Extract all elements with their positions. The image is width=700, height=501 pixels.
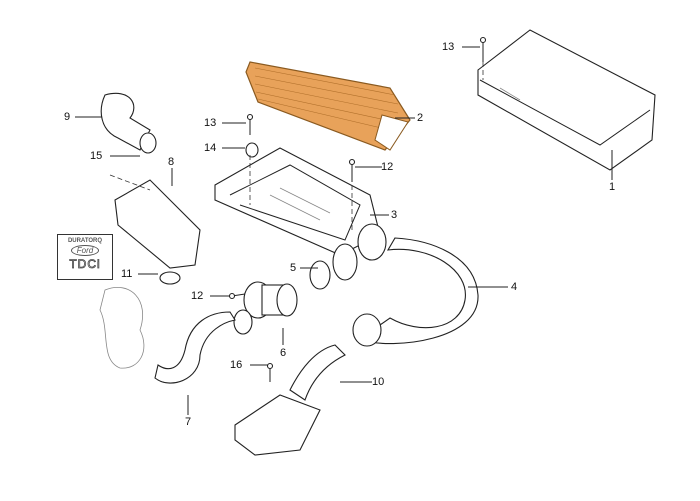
callout-2: 2: [417, 112, 424, 124]
logo-line3: TDCi: [69, 257, 101, 272]
bolt[interactable]: [246, 113, 254, 136]
callout-6: 6: [280, 347, 287, 359]
hose-clamp[interactable]: [309, 260, 331, 290]
hose-clamp[interactable]: [139, 132, 157, 154]
air-cleaner-cover[interactable]: [477, 29, 656, 171]
bolt[interactable]: [266, 362, 274, 383]
callout-3: 3: [391, 209, 398, 221]
bolt[interactable]: [348, 158, 356, 183]
grommet[interactable]: [245, 142, 259, 158]
duratorq-tdci-logo: DURATORQ Ford TDCi: [57, 234, 113, 280]
callout-16: 16: [230, 359, 243, 371]
callout-9: 9: [64, 111, 71, 123]
intake-bracket[interactable]: [114, 179, 201, 269]
leader-lines: [75, 46, 613, 415]
callout-13: 13: [442, 41, 455, 53]
bolt[interactable]: [479, 36, 487, 63]
callout-12: 12: [381, 161, 394, 173]
logo-line1: DURATORQ: [67, 238, 103, 244]
hose-clamp[interactable]: [159, 271, 181, 285]
intake-duct[interactable]: [154, 311, 236, 384]
callout-11: 11: [121, 268, 133, 280]
air-cleaner-housing[interactable]: [214, 147, 387, 281]
callout-5: 5: [290, 262, 297, 274]
callout-8: 8: [168, 156, 175, 168]
callout-14: 14: [204, 142, 217, 154]
callout-4: 4: [511, 281, 518, 293]
resonator-hose[interactable]: [234, 344, 346, 456]
ford-oval: Ford: [70, 245, 100, 256]
callout-10: 10: [372, 376, 385, 388]
callout-15: 15: [90, 150, 103, 162]
mass-air-flow-sensor[interactable]: [233, 281, 298, 335]
callout-13: 13: [204, 117, 217, 129]
callout-7: 7: [185, 416, 192, 428]
bolt[interactable]: [228, 292, 246, 300]
callout-1: 1: [609, 181, 616, 193]
air-filter-element[interactable]: [245, 61, 411, 151]
callout-12: 12: [191, 290, 204, 302]
